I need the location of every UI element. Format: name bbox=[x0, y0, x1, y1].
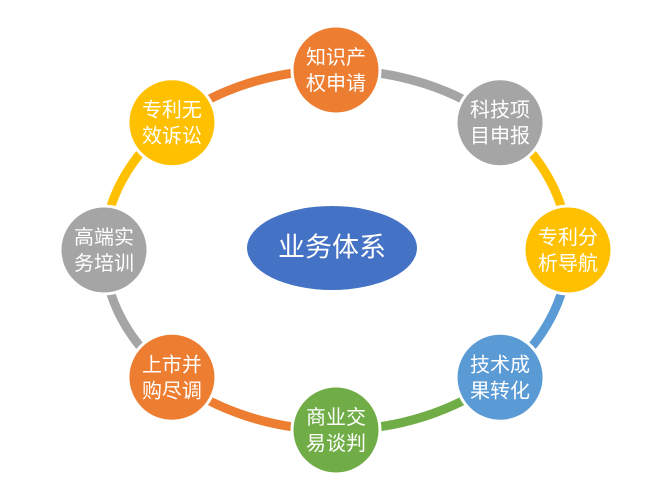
node-label-line: 商业交 bbox=[306, 405, 366, 429]
node-circle bbox=[58, 204, 150, 296]
ring-nodes: 知识产权申请科技项目申报专利分析导航技术成果转化商业交易谈判上市并购尽调高端实务… bbox=[58, 24, 614, 476]
node-circle bbox=[454, 77, 546, 169]
node-label-line: 果转化 bbox=[470, 378, 530, 402]
node-label-line: 权申请 bbox=[306, 71, 366, 95]
center-hub: 业务体系 bbox=[247, 206, 417, 290]
node-circle bbox=[126, 331, 218, 423]
node-circle bbox=[126, 77, 218, 169]
node-circle bbox=[454, 331, 546, 423]
node-label-line: 购尽调 bbox=[142, 378, 202, 402]
node-circle bbox=[290, 24, 382, 116]
node-label-line: 效诉讼 bbox=[142, 124, 202, 148]
center-ellipse bbox=[247, 206, 417, 290]
node-label-line: 上市并 bbox=[142, 352, 202, 376]
node-label-line: 专利分 bbox=[538, 225, 598, 249]
node-label-line: 务培训 bbox=[74, 251, 134, 275]
node-circle bbox=[522, 204, 614, 296]
node-label-line: 技术成 bbox=[470, 352, 530, 376]
node-label-line: 析导航 bbox=[538, 251, 598, 275]
node-label-line: 目申报 bbox=[470, 124, 530, 148]
node-label-line: 知识产 bbox=[306, 45, 366, 69]
node-label-line: 高端实 bbox=[74, 225, 134, 249]
node-label-line: 易谈判 bbox=[306, 431, 366, 455]
node-label-line: 专利无 bbox=[142, 98, 202, 122]
node-label-line: 科技项 bbox=[470, 98, 530, 122]
node-circle bbox=[290, 384, 382, 476]
center-label: 业务体系 bbox=[278, 233, 386, 264]
